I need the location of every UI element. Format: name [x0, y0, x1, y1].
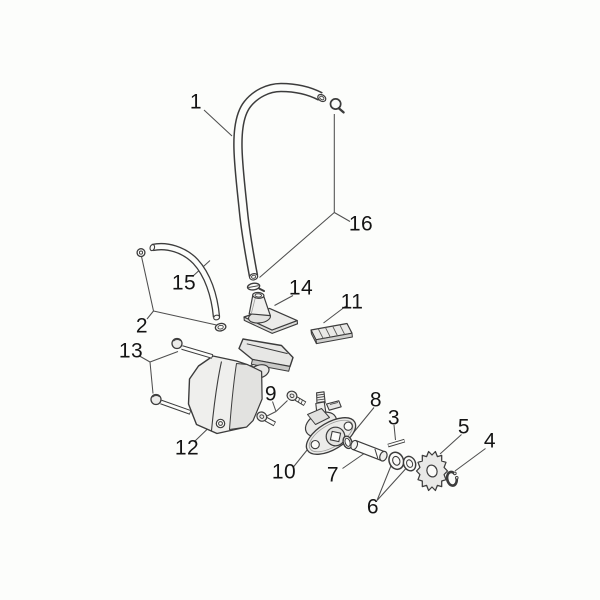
leader-2	[140, 256, 217, 326]
part-13-bolt-lower	[150, 393, 192, 415]
callout-15: 15	[171, 271, 197, 295]
part-9-screw-upper	[286, 390, 307, 406]
leader-12	[193, 427, 210, 443]
callout-5: 5	[457, 415, 471, 439]
leader-6	[376, 464, 406, 501]
callout-6: 6	[366, 495, 380, 519]
pump-side-fitting	[325, 400, 342, 411]
leader-9	[266, 400, 288, 417]
leader-11	[323, 305, 347, 324]
callout-14: 14	[288, 276, 314, 300]
callout-12: 12	[174, 436, 200, 460]
leader-16	[259, 114, 351, 278]
part-2-clip-upper	[136, 248, 146, 258]
callout-9: 9	[264, 382, 278, 406]
part-16-spring-clamp-bottom	[246, 282, 265, 292]
callout-3: 3	[387, 406, 401, 430]
callout-1: 1	[189, 90, 203, 114]
part-9-screw-lower	[256, 411, 276, 427]
callout-10: 10	[271, 460, 297, 484]
callout-4: 4	[483, 429, 497, 453]
part-6-washer-left	[388, 451, 405, 471]
callout-13: 13	[118, 339, 144, 363]
leader-14	[274, 295, 294, 306]
part-15-small-hose	[149, 243, 221, 321]
part-7-shaft	[350, 439, 388, 462]
callout-16: 16	[348, 212, 374, 236]
leader-4	[454, 448, 486, 472]
part-8-o-ring	[342, 435, 353, 450]
hose-top-opening	[317, 93, 327, 103]
part-10-oil-pump	[304, 391, 357, 455]
part-14-funnel	[243, 291, 299, 334]
callout-7: 7	[326, 463, 340, 487]
leader-1	[203, 109, 233, 137]
part-5-sprocket	[415, 450, 449, 492]
part-11-ribbed-pad	[310, 322, 353, 345]
part-2-clip-lower	[214, 322, 227, 332]
callout-11: 11	[340, 290, 364, 314]
callout-2: 2	[135, 314, 149, 338]
part-4-circlip	[445, 470, 459, 487]
part-13-bolt-upper	[171, 337, 214, 359]
leader-5	[439, 434, 462, 455]
part-3-drive-pin	[387, 438, 406, 448]
part-16-spring-clamp-top	[329, 98, 345, 114]
part-12-pump-cover	[187, 338, 294, 435]
part-1-oil-hose	[233, 82, 327, 281]
leader-13	[139, 351, 179, 394]
leader-3	[393, 424, 397, 441]
callout-8: 8	[369, 388, 383, 412]
hose-bottom-opening	[248, 273, 259, 281]
cover-grommet	[215, 418, 226, 429]
callout-leader-lines	[139, 109, 486, 501]
part-6-washer-right	[402, 455, 417, 472]
